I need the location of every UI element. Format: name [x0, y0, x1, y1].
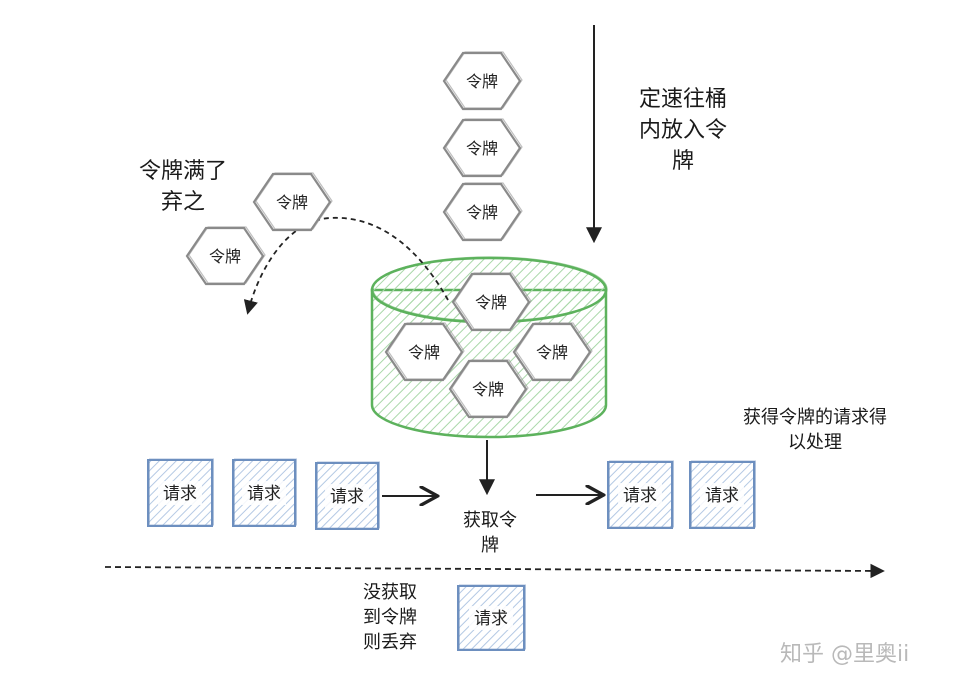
get-token-label: 获取令 牌: [463, 510, 517, 556]
token-label: 令牌: [408, 343, 440, 362]
token-hexagon: 令牌: [185, 226, 266, 286]
watermark: 知乎 @里奥ii: [780, 642, 910, 667]
processed-label: 获得令牌的请求得 以处理: [743, 407, 887, 453]
token-hexagon: 令牌: [442, 51, 523, 111]
request-label: 请求: [330, 487, 364, 507]
request-label: 请求: [623, 486, 657, 506]
request-box: 请求: [689, 460, 756, 529]
token-hexagon: 令牌: [384, 322, 465, 382]
token-hexagon: 令牌: [442, 118, 523, 178]
request-box: 请求: [232, 458, 297, 527]
token-label: 令牌: [466, 139, 498, 158]
token-label: 令牌: [472, 380, 504, 399]
token-label: 令牌: [209, 247, 241, 266]
request-label: 请求: [474, 609, 508, 629]
request-box: 请求: [315, 461, 380, 530]
token-label: 令牌: [276, 193, 308, 212]
token-label: 令牌: [466, 72, 498, 91]
token-hexagon: 令牌: [451, 272, 532, 332]
request-box: 请求: [607, 460, 674, 529]
token-label: 令牌: [536, 343, 568, 362]
request-box: 请求: [147, 458, 214, 527]
rejected-label: 没获取 到令牌 则丢弃: [363, 582, 417, 653]
request-label: 请求: [163, 484, 197, 504]
token-label: 令牌: [466, 203, 498, 222]
request-label: 请求: [705, 486, 739, 506]
request-label: 请求: [247, 484, 281, 504]
token-hexagon: 令牌: [252, 172, 333, 232]
timeline-arrow: [104, 563, 885, 579]
rate-fill-label: 定速往桶 内放入令 牌: [638, 87, 727, 174]
token-hexagon: 令牌: [442, 182, 523, 242]
request-box: 请求: [457, 584, 526, 651]
full-discard-label: 令牌满了 弃之: [138, 159, 227, 215]
token-label: 令牌: [475, 293, 507, 312]
token-hexagon: 令牌: [448, 359, 529, 419]
discard-arrow: [243, 217, 449, 315]
token-hexagon: 令牌: [512, 322, 593, 382]
